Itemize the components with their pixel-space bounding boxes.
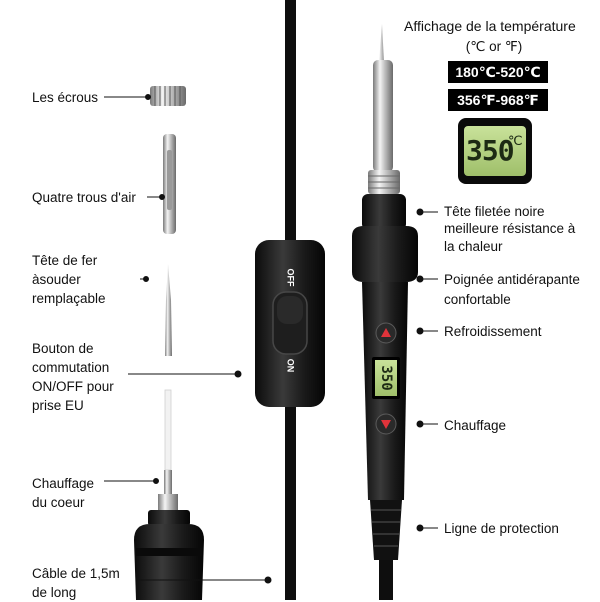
label-tip-line1: Tête de fer xyxy=(32,253,98,268)
label-head-line1: Tête filetée noire xyxy=(444,204,545,219)
heating-core xyxy=(164,389,172,494)
celsius-range-badge: 180℃-520℃ xyxy=(448,61,548,83)
bottom-handle xyxy=(134,494,204,600)
display-digits: 350 xyxy=(466,134,515,167)
onoff-switch xyxy=(255,240,325,407)
label-switch-line1: Bouton de xyxy=(32,341,94,356)
label-head-line2: meilleure résistance à xyxy=(444,221,576,236)
label-switch-line3: ON/OFF pour xyxy=(32,379,114,394)
label-cable-line1: Câble de 1,5m xyxy=(32,566,120,581)
label-heating: Chauffage xyxy=(444,418,507,433)
label-grip-line2: confortable xyxy=(444,292,511,307)
label-cable-line2: de long xyxy=(32,585,77,600)
soldering-iron xyxy=(352,24,418,600)
label-switch-line4: prise EU xyxy=(32,398,84,413)
label-switch-line2: commutation xyxy=(32,360,110,375)
switch-off-label: OFF xyxy=(285,268,296,287)
label-tip-line2: àsouder xyxy=(32,272,81,287)
label-cooling: Refroidissement xyxy=(444,324,542,339)
replaceable-tip xyxy=(165,264,172,356)
air-hole-sleeve xyxy=(163,134,176,234)
leader-lines-right xyxy=(416,208,438,532)
label-grip-line1: Poignée antidérapante xyxy=(444,272,580,287)
label-tip-line3: remplaçable xyxy=(32,291,106,306)
nut-part xyxy=(150,86,186,106)
temperature-display xyxy=(458,118,532,184)
fahrenheit-range-badge: 356℉-968℉ xyxy=(448,89,548,111)
switch-on-label: ON xyxy=(285,358,296,373)
label-core-line1: Chauffage xyxy=(32,476,95,491)
display-title: Affichage de la température xyxy=(404,18,576,34)
display-units: (℃ or ℉) xyxy=(465,39,523,54)
label-core-line2: du coeur xyxy=(32,495,85,510)
label-head-line3: la chaleur xyxy=(444,239,503,254)
label-protection: Ligne de protection xyxy=(444,521,559,536)
handle-display-digits: 350 xyxy=(378,365,394,391)
leader-lines-left xyxy=(104,94,272,584)
display-unit: ℃ xyxy=(508,134,523,149)
label-air-holes: Quatre trous d'air xyxy=(32,190,136,205)
label-nuts: Les écrous xyxy=(32,90,99,105)
